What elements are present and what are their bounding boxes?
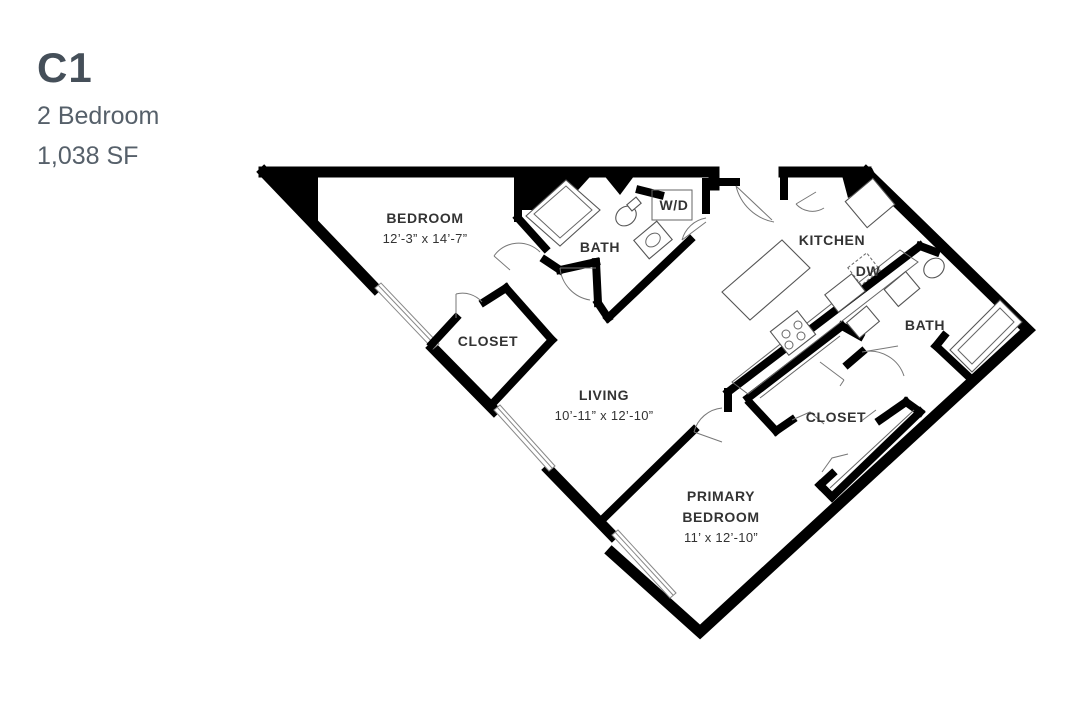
dishwasher [847, 252, 881, 286]
closet-rod [759, 335, 841, 399]
washer-dryer [651, 189, 693, 221]
unit-bedrooms: 2 Bedroom [37, 102, 160, 130]
kitchen-sink [824, 273, 866, 313]
unit-header: C1 2 Bedroom 1,038 SF [37, 40, 159, 176]
door-bath1 [559, 267, 596, 301]
bathtub-2 [949, 299, 1023, 373]
sink-1 [633, 220, 673, 260]
sink-2 [883, 270, 921, 308]
door-bedroom [493, 242, 541, 271]
stove [769, 309, 817, 357]
windows [374, 282, 677, 599]
label-primary-bedroom-1: PRIMARY [687, 488, 755, 504]
interior-walls [426, 171, 974, 524]
door-wd [681, 217, 707, 241]
door-kitchen-closet [795, 191, 825, 212]
refrigerator [844, 177, 896, 229]
label-wd: W/D [659, 197, 688, 213]
door-closet2-c [821, 453, 849, 473]
door-entry [735, 185, 775, 223]
sink-3 [845, 305, 881, 339]
doors [455, 185, 905, 473]
wall-wedge-right [840, 168, 878, 198]
label-kitchen: KITCHEN [799, 232, 865, 248]
label-closet-1: CLOSET [458, 333, 518, 349]
label-bath-1: BATH [580, 239, 620, 255]
label-living: LIVING [579, 387, 629, 403]
door-closet1 [455, 292, 483, 318]
label-bath-2: BATH [905, 317, 945, 333]
toilet-2 [923, 257, 945, 279]
wall-wedge-bath [598, 168, 640, 195]
label-closet-2: CLOSET [806, 409, 866, 425]
door-closet2-a [819, 361, 845, 387]
room-labels: BEDROOM 12’-3” x 14’-7” BATH W/D KITCHEN… [383, 197, 945, 545]
wall-wedge-left [262, 168, 318, 225]
door-closet2-b [791, 409, 877, 425]
kitchen-island [721, 239, 811, 321]
label-dw: DW [856, 263, 881, 279]
label-bedroom: BEDROOM [386, 210, 463, 226]
dims-bedroom: 12’-3” x 14’-7” [383, 231, 468, 246]
exterior-walls [256, 164, 1036, 640]
door-bath2 [861, 345, 905, 377]
bathtub-1 [525, 179, 601, 247]
fixtures [525, 177, 1023, 489]
unit-area: 1,038 SF [37, 142, 139, 170]
label-primary-bedroom-2: BEDROOM [682, 509, 759, 525]
dims-primary-bedroom: 11’ x 12’-10” [684, 530, 758, 545]
door-primary [693, 407, 723, 443]
dims-living: 10’-11” x 12’-10” [555, 408, 654, 423]
unit-name: C1 [37, 44, 93, 91]
